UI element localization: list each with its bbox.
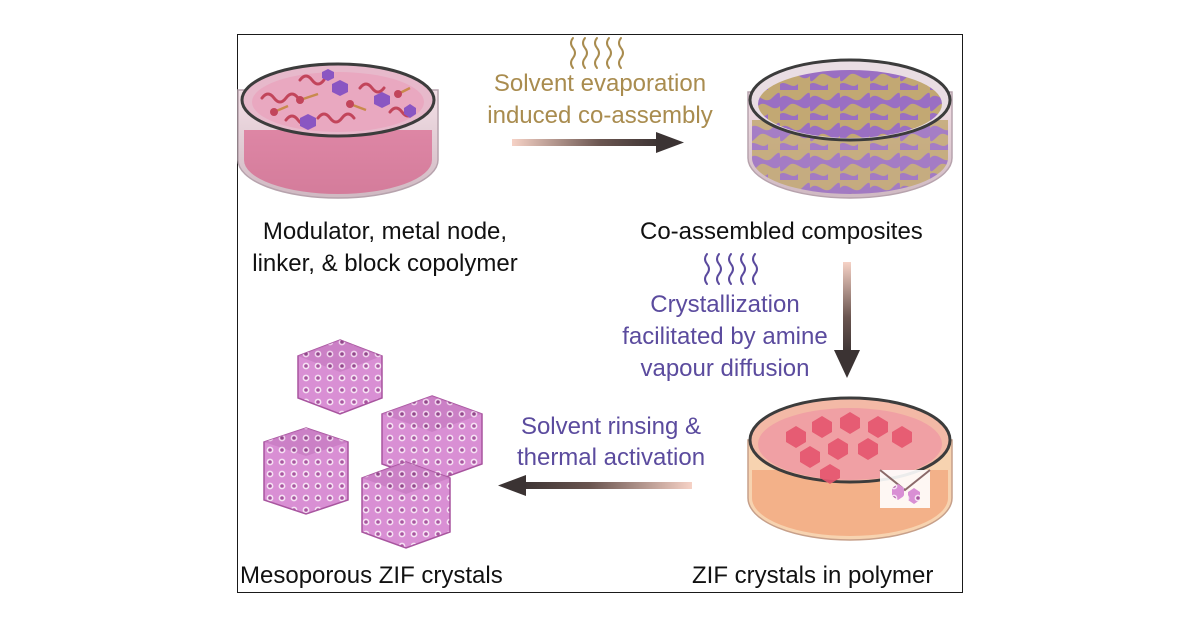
step3-label: Solvent rinsing & thermal activation	[496, 411, 726, 473]
step2-line2: facilitated by amine	[622, 323, 828, 350]
arrow-step1	[512, 132, 684, 153]
stage1-line1: Modulator, metal node,	[262, 218, 508, 245]
crystal-bottom	[361, 461, 451, 549]
dish-composites	[747, 58, 953, 199]
step1-label: Solvent evaporation induced co-assembly	[470, 68, 730, 132]
step2-line1: Crystallization	[650, 291, 800, 318]
crystal-left	[263, 427, 349, 515]
mesoporous-zif-crystals	[263, 339, 483, 549]
stage1-line2: linker, & block copolymer	[252, 250, 518, 277]
stage4-label: Mesoporous ZIF crystals	[240, 561, 503, 591]
stage4-line1: Mesoporous ZIF crystals	[240, 562, 503, 589]
arrow-step3	[498, 475, 692, 496]
stage2-label: Co-assembled composites	[640, 217, 923, 247]
stage2-line1: Co-assembled composites	[640, 218, 923, 245]
step3-line2: thermal activation	[516, 444, 706, 471]
evaporation-vapour-icon	[570, 37, 624, 69]
step1-line1: Solvent evaporation	[493, 70, 707, 97]
stage3-line1: ZIF crystals in polymer	[692, 562, 934, 589]
step2-line3: vapour diffusion	[640, 355, 810, 382]
stage3-label: ZIF crystals in polymer	[692, 561, 933, 591]
arrow-step2	[834, 262, 860, 378]
step1-line2: induced co-assembly	[487, 102, 713, 129]
crystal-right	[381, 395, 483, 483]
step2-label: Crystallization facilitated by amine vap…	[604, 289, 846, 385]
dish-precursors	[237, 62, 439, 199]
crystal-top	[297, 339, 383, 415]
dish-zif-in-polymer	[747, 396, 953, 541]
stage1-label: Modulator, metal node, linker, & block c…	[240, 216, 530, 280]
amine-vapour-icon	[704, 253, 758, 285]
step3-line1: Solvent rinsing &	[520, 413, 702, 440]
